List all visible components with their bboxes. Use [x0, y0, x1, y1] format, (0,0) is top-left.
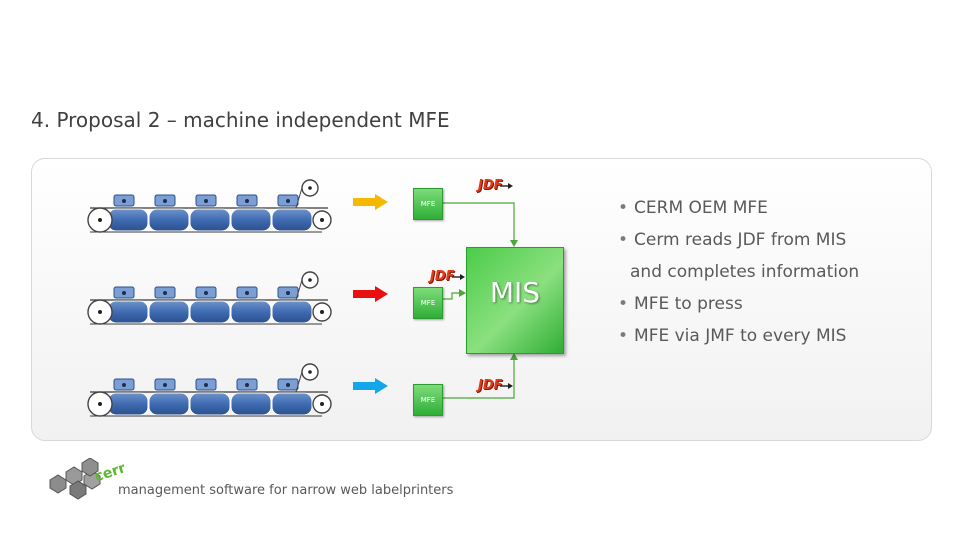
rewind-hub [320, 310, 324, 314]
take-up-hub [308, 186, 312, 190]
cerm-logo: cerm [49, 458, 124, 500]
press-machine [87, 271, 388, 325]
logo-hexagons [49, 458, 101, 500]
roll [230, 208, 272, 232]
print-unit-dot [245, 199, 249, 203]
take-up-web [295, 279, 303, 301]
mis-label: MIS [489, 276, 541, 309]
roll [230, 392, 272, 416]
roll [189, 300, 231, 324]
print-unit-dot [245, 383, 249, 387]
mfe-box-middle: MFE [413, 287, 443, 319]
bullet-item: •CERM OEM MFE [618, 198, 768, 218]
bullet-item: •Cerm reads JDF from MIS [618, 230, 847, 250]
bullet-text: MFE to press [634, 294, 743, 314]
flow-arrow-head [375, 194, 388, 210]
press-machine [87, 363, 388, 417]
connector-top [443, 202, 515, 240]
jdf-label-top: JDF [478, 178, 503, 193]
take-up-web [295, 371, 303, 393]
print-unit-dot [286, 199, 290, 203]
mfe-box-top: MFE [413, 188, 443, 220]
flow-arrow-head [375, 378, 388, 394]
roll [189, 208, 231, 232]
print-unit-dot [204, 291, 208, 295]
press-machine [87, 179, 388, 233]
bullet-text: MFE via JMF to every MIS [634, 326, 847, 346]
jdf-label-middle: JDF [430, 269, 455, 284]
bullet-text: Cerm reads JDF from MIS [634, 230, 847, 250]
roll [107, 392, 149, 416]
flow-arrow-shaft [353, 198, 375, 206]
print-unit-dot [122, 199, 126, 203]
roll [148, 300, 190, 324]
print-unit-dot [163, 383, 167, 387]
print-unit-dot [204, 383, 208, 387]
print-unit-dot [163, 291, 167, 295]
print-unit-dot [122, 291, 126, 295]
print-unit-dot [163, 199, 167, 203]
connector-top-arrowhead [510, 240, 518, 247]
print-unit-dot [286, 383, 290, 387]
roll [271, 208, 313, 232]
bullet-list: •CERM OEM MFE •Cerm reads JDF from MIS a… [618, 192, 859, 352]
unwind-hub [98, 402, 102, 406]
jdf-label-bottom: JDF [478, 378, 503, 393]
bullet-item: •MFE via JMF to every MIS [618, 326, 847, 346]
print-unit-dot [245, 291, 249, 295]
flow-arrow-head [375, 286, 388, 302]
flow-arrow-shaft [353, 290, 375, 298]
rewind-hub [320, 218, 324, 222]
roll [107, 300, 149, 324]
footer-tagline: management software for narrow web label… [118, 483, 454, 498]
connector-middle [443, 292, 459, 300]
jdf-arrow-head [508, 383, 513, 389]
take-up-web [295, 187, 303, 209]
connector-bottom [443, 360, 515, 399]
rewind-hub [320, 402, 324, 406]
print-unit-dot [204, 199, 208, 203]
bullet-item: •MFE to press [618, 294, 743, 314]
roll [148, 208, 190, 232]
slide-title: 4. Proposal 2 – machine independent MFE [31, 108, 450, 132]
print-unit-dot [286, 291, 290, 295]
roll [230, 300, 272, 324]
connector-bottom-arrowhead [510, 353, 518, 360]
take-up-hub [308, 370, 312, 374]
bullet-continuation: and completes information [630, 262, 860, 282]
unwind-hub [98, 310, 102, 314]
mis-box: MIS [466, 247, 564, 354]
take-up-hub [308, 278, 312, 282]
flow-arrow-shaft [353, 382, 375, 390]
roll [189, 392, 231, 416]
connector-middle-arrowhead [459, 289, 466, 297]
mfe-box-bottom: MFE [413, 384, 443, 416]
roll [107, 208, 149, 232]
jdf-arrow-head [508, 183, 513, 189]
roll [271, 392, 313, 416]
jdf-arrow-head [460, 274, 465, 280]
roll [271, 300, 313, 324]
roll [148, 392, 190, 416]
bullet-text: CERM OEM MFE [634, 198, 768, 218]
unwind-hub [98, 218, 102, 222]
print-unit-dot [122, 383, 126, 387]
